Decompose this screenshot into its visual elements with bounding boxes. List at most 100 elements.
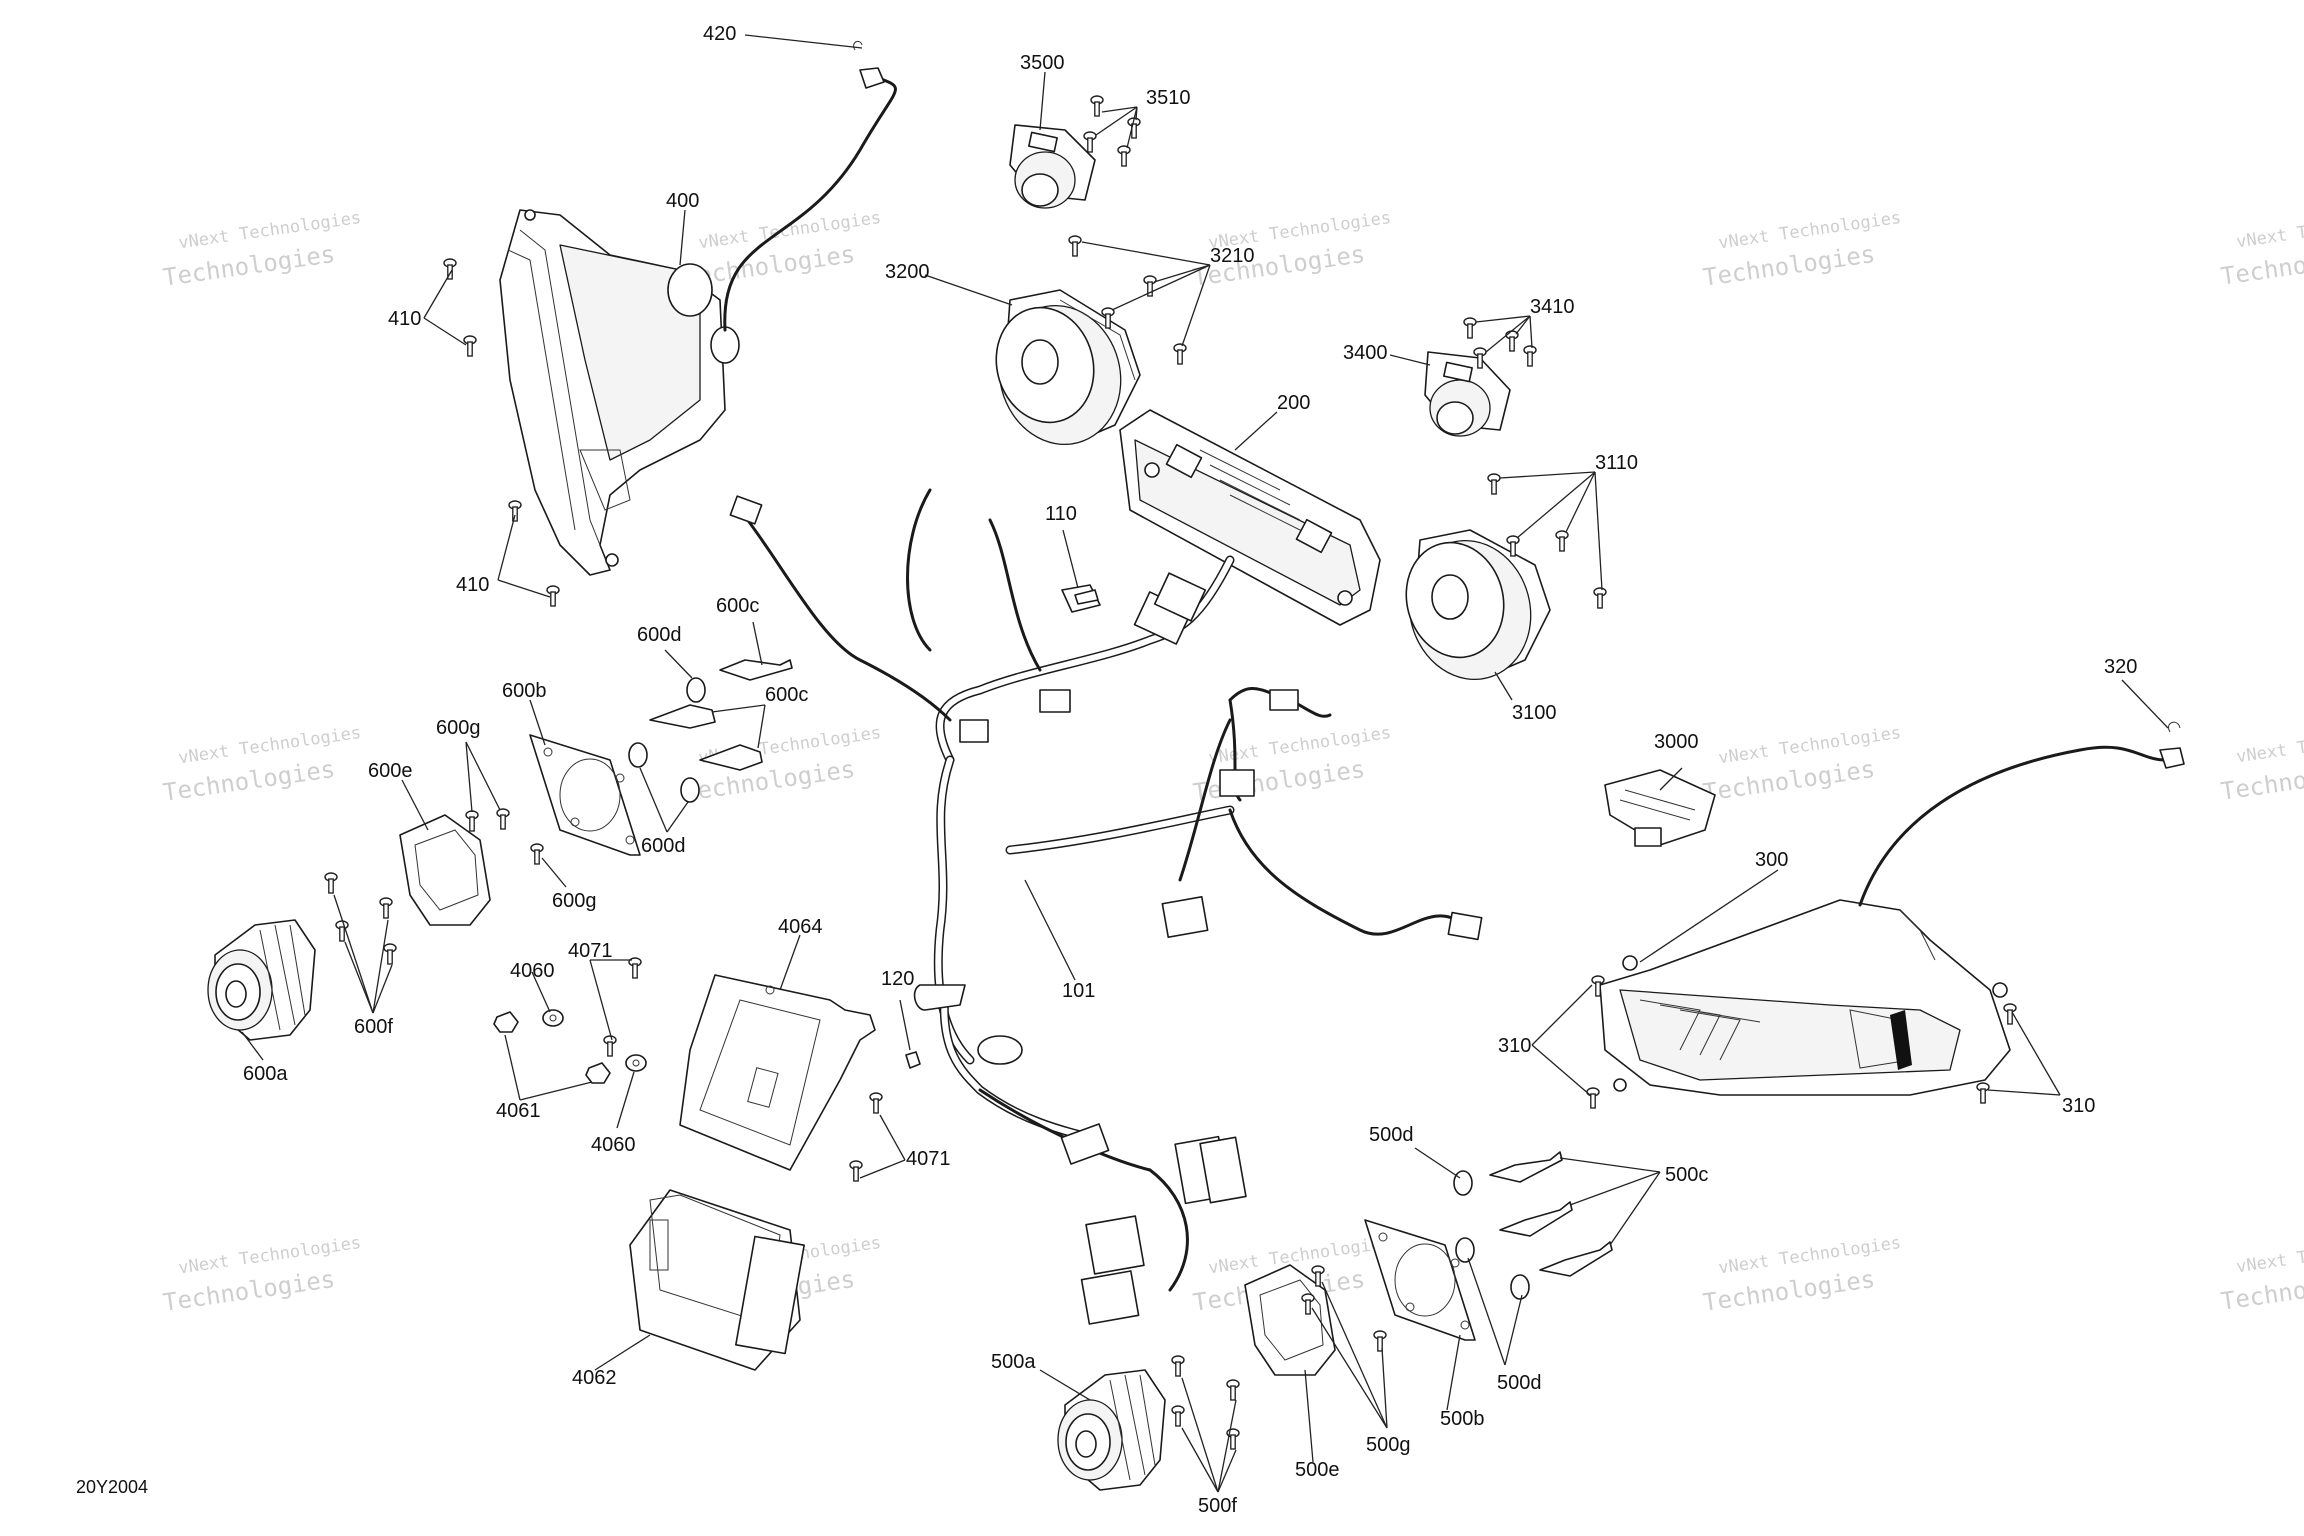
screw-3110 bbox=[1487, 473, 1501, 495]
screw-500f bbox=[1171, 1355, 1185, 1377]
callout-3210: 3210 bbox=[1210, 245, 1255, 267]
bulb-socket-500c bbox=[1489, 1151, 1613, 1277]
callout-4062: 4062 bbox=[572, 1367, 617, 1389]
screw-3210 bbox=[1068, 235, 1082, 257]
callout-3000: 3000 bbox=[1654, 731, 1699, 753]
bulb-socket-600c bbox=[649, 659, 793, 771]
fog-light-600a bbox=[207, 919, 316, 1041]
screw-500g bbox=[1373, 1330, 1387, 1352]
screw-3110 bbox=[1593, 587, 1607, 609]
bracket-4064 bbox=[679, 974, 876, 1171]
screw-600g bbox=[530, 843, 544, 865]
watermark-line1: vNext Technologies bbox=[697, 208, 882, 253]
watermark-line1: vNext Technologies bbox=[2235, 207, 2304, 252]
watermark-line1: vNext Technologies bbox=[2235, 722, 2304, 767]
wire-420 bbox=[723, 40, 897, 332]
callout-101: 101 bbox=[1062, 980, 1095, 1002]
callout-410: 410 bbox=[388, 308, 421, 330]
callout-110: 110 bbox=[1045, 503, 1077, 525]
bracket-500e bbox=[1244, 1264, 1336, 1376]
callout-3510: 3510 bbox=[1146, 87, 1191, 109]
bracket-600e bbox=[399, 814, 491, 926]
callout-600f: 600f bbox=[354, 1016, 393, 1038]
callout-310: 310 bbox=[2062, 1095, 2095, 1117]
fog-light-500a bbox=[1057, 1369, 1166, 1491]
screw-3510 bbox=[1083, 131, 1097, 153]
screw-3410 bbox=[1463, 317, 1477, 339]
screw-3410 bbox=[1523, 345, 1537, 367]
callout-300: 300 bbox=[1755, 849, 1788, 871]
callout-3500: 3500 bbox=[1020, 52, 1065, 74]
clip-110 bbox=[1061, 584, 1101, 613]
callout-600e: 600e bbox=[368, 760, 413, 782]
callout-4060: 4060 bbox=[510, 960, 555, 982]
callout-600g: 600g bbox=[436, 717, 481, 739]
module-3000 bbox=[1604, 769, 1716, 847]
headlight-300 bbox=[1599, 899, 2011, 1096]
watermark-line1: vNext Technologies bbox=[177, 723, 362, 768]
box-4062 bbox=[629, 1189, 805, 1371]
callout-500e: 500e bbox=[1295, 1459, 1340, 1481]
screw-3210 bbox=[1173, 343, 1187, 365]
callout-600a: 600a bbox=[243, 1063, 288, 1085]
callout-3410: 3410 bbox=[1530, 296, 1575, 318]
gasket-500b bbox=[1364, 1219, 1476, 1341]
wire-320 bbox=[1858, 721, 2185, 907]
seal-600d bbox=[628, 677, 706, 803]
callout-3100: 3100 bbox=[1512, 702, 1557, 724]
callout-3200: 3200 bbox=[885, 261, 930, 283]
watermark-line1: vNext Technologies bbox=[1717, 1233, 1902, 1278]
watermark-line1: vNext Technologies bbox=[177, 1233, 362, 1278]
screw-600g bbox=[496, 808, 510, 830]
screw-410 bbox=[508, 500, 522, 522]
seal-500d bbox=[1453, 1170, 1530, 1300]
callout-600g: 600g bbox=[552, 890, 597, 912]
callout-3110: 3110 bbox=[1595, 452, 1638, 474]
screw-3110 bbox=[1555, 530, 1569, 552]
callout-4061: 4061 bbox=[496, 1100, 541, 1122]
screw-3510 bbox=[1117, 145, 1131, 167]
callout-labels: 420 400 410 410 3500 3510 3200 3210 3410… bbox=[243, 23, 2137, 1517]
speaker-3100 bbox=[1405, 529, 1551, 681]
screw-310 bbox=[1586, 1087, 1600, 1109]
screw-600f bbox=[324, 872, 338, 894]
screw-500f bbox=[1171, 1405, 1185, 1427]
callout-500f: 500f bbox=[1198, 1495, 1237, 1517]
watermark-line1: vNext Technologies bbox=[1717, 723, 1902, 768]
callout-500b: 500b bbox=[1440, 1408, 1485, 1430]
callout-600c: 600c bbox=[716, 595, 759, 617]
tweeter-3500 bbox=[1009, 124, 1096, 209]
callout-600d: 600d bbox=[641, 835, 686, 857]
screw-4071 bbox=[869, 1092, 883, 1114]
nut-4061 bbox=[493, 1011, 611, 1084]
watermark-line1: vNext Technologies bbox=[177, 208, 362, 253]
clip-120 bbox=[905, 1051, 921, 1069]
callout-400: 400 bbox=[666, 190, 699, 212]
screw-600f bbox=[379, 897, 393, 919]
screw-4071 bbox=[603, 1035, 617, 1057]
diagram-code: 20Y2004 bbox=[76, 1477, 148, 1497]
callout-500c: 500c bbox=[1665, 1164, 1708, 1186]
amplifier-200 bbox=[1119, 409, 1381, 626]
gasket-600b bbox=[529, 734, 641, 856]
speaker-3200 bbox=[995, 289, 1141, 446]
callout-420: 420 bbox=[703, 23, 736, 45]
callout-500d: 500d bbox=[1497, 1372, 1542, 1394]
screw-410 bbox=[443, 258, 457, 280]
callout-600d: 600d bbox=[637, 624, 682, 646]
callout-500d: 500d bbox=[1369, 1124, 1414, 1146]
screw-600f bbox=[383, 943, 397, 965]
callout-600b: 600b bbox=[502, 680, 547, 702]
screw-600g bbox=[465, 810, 479, 832]
headlight-400 bbox=[499, 209, 740, 576]
callout-600c: 600c bbox=[765, 684, 808, 706]
callout-320: 320 bbox=[2104, 656, 2137, 678]
wire-harness-101 bbox=[729, 488, 1483, 1325]
callout-200: 200 bbox=[1277, 392, 1310, 414]
screw-3510 bbox=[1090, 95, 1104, 117]
callout-500a: 500a bbox=[991, 1351, 1036, 1373]
callout-500g: 500g bbox=[1366, 1434, 1411, 1456]
callout-410: 410 bbox=[456, 574, 489, 596]
callout-120: 120 bbox=[881, 968, 914, 990]
